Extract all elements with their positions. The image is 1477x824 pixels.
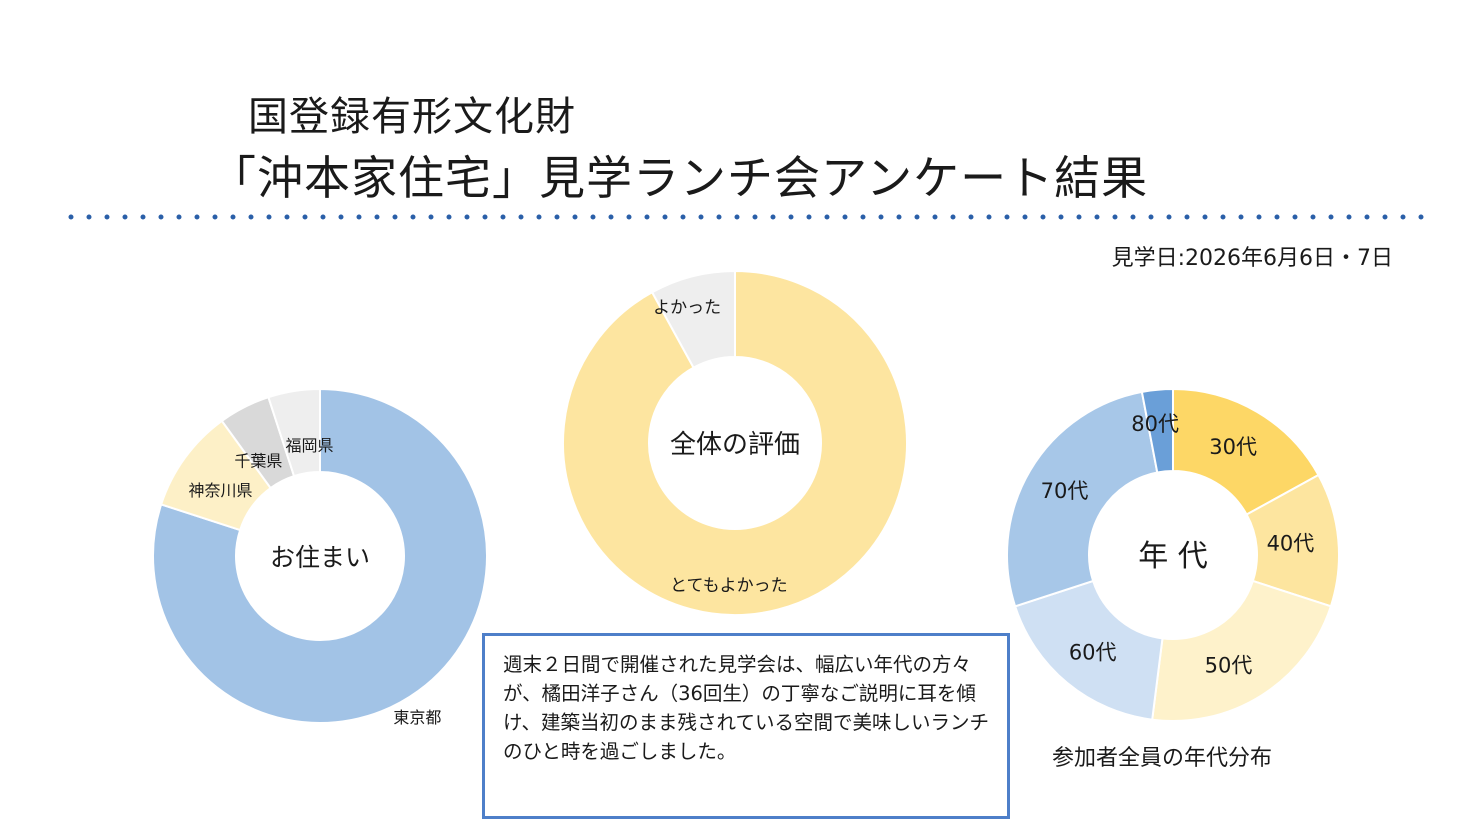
residence-label-3: 福岡県 xyxy=(286,436,334,455)
age-slice-5 xyxy=(1140,387,1174,474)
rating-slice-1 xyxy=(650,269,736,369)
dotted-divider xyxy=(68,214,1436,220)
age-slice-4 xyxy=(1006,390,1159,608)
title-line-1: 国登録有形文化財 xyxy=(248,94,576,140)
residence-slice-0 xyxy=(152,387,488,724)
age-label-1: 40代 xyxy=(1267,531,1315,555)
age-chart-caption: 参加者全員の年代分布 xyxy=(1052,746,1273,771)
residence-slice-3 xyxy=(267,387,321,478)
age-label-5: 80代 xyxy=(1131,412,1179,436)
age-label-3: 60代 xyxy=(1069,640,1117,664)
age-slice-3 xyxy=(1013,579,1164,721)
age-center-label: 年 代 xyxy=(1138,539,1208,574)
residence-label-2: 千葉県 xyxy=(234,451,282,470)
rating-label-1: よかった xyxy=(653,298,721,318)
age-slice-2 xyxy=(1151,579,1333,722)
rating-label-0: とてもよかった xyxy=(670,576,788,596)
rating-center-label: 全体の評価 xyxy=(670,430,800,460)
title-line-2: 「沖本家住宅」見学ランチ会アンケート結果 xyxy=(210,151,1149,205)
age-label-2: 50代 xyxy=(1205,654,1253,678)
summary-text: 週末２日間で開催された見学会は、幅広い年代の方々が、橘田洋子さん（36回生）の丁… xyxy=(503,653,989,763)
residence-label-1: 神奈川県 xyxy=(189,481,253,500)
visit-date: 見学日:2026年6月6日・7日 xyxy=(1111,246,1393,271)
age-slice-0 xyxy=(1172,387,1320,516)
age-label-0: 30代 xyxy=(1209,435,1257,459)
age-label-4: 70代 xyxy=(1041,479,1089,503)
rating-slice-0 xyxy=(562,269,908,616)
residence-label-0: 東京都 xyxy=(393,708,441,727)
summary-box: 週末２日間で開催された見学会は、幅広い年代の方々が、橘田洋子さん（36回生）の丁… xyxy=(482,633,1010,819)
residence-center-label: お住まい xyxy=(270,543,370,572)
